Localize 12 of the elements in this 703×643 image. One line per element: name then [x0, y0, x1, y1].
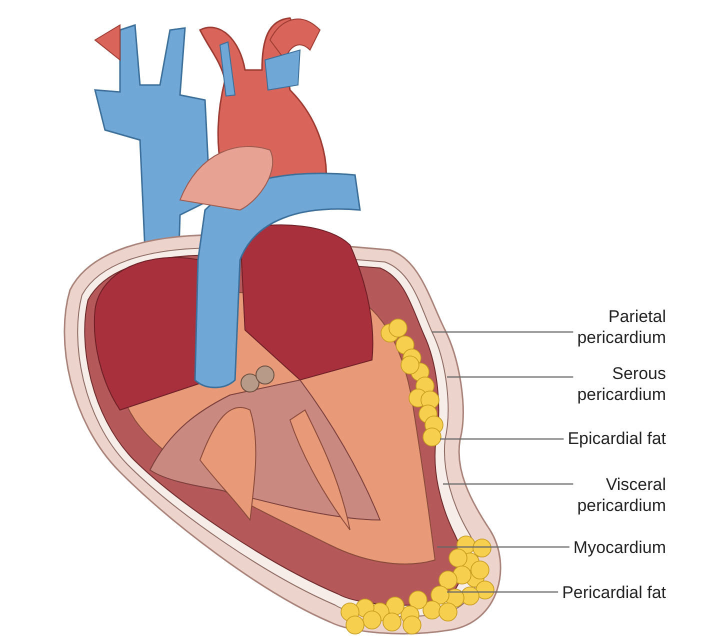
part-label: Pericardial fat [520, 582, 666, 603]
part-label: Serous pericardium [520, 363, 666, 405]
leader-line [447, 591, 558, 593]
leader-line [440, 438, 564, 440]
leader-line [432, 331, 574, 333]
part-label: Visceral pericardium [520, 474, 666, 516]
part-label: Parietal pericardium [520, 306, 666, 348]
leader-line [447, 376, 574, 378]
part-label: Epicardial fat [520, 428, 666, 449]
leader-line [437, 546, 570, 548]
leader-line [443, 483, 574, 485]
part-label: Myocardium [520, 537, 666, 558]
